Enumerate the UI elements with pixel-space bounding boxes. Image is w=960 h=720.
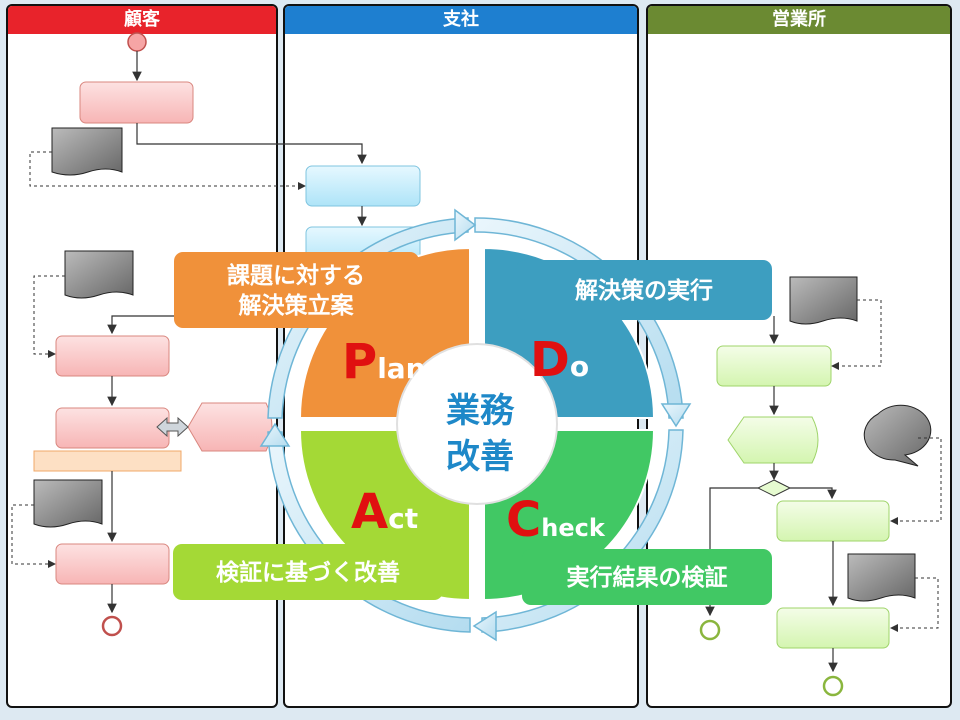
process-box-b1 bbox=[305, 165, 421, 207]
end-node-office-2 bbox=[822, 675, 844, 697]
callout-plan-line2: 解決策立案 bbox=[239, 292, 355, 319]
process-box-o3 bbox=[776, 607, 890, 649]
lane-header-office: 営業所 bbox=[648, 6, 950, 34]
lane-header-customer: 顧客 bbox=[8, 6, 276, 34]
callout-do-text: 解決策の実行 bbox=[575, 277, 713, 304]
center-circle bbox=[396, 343, 558, 505]
process-box-c1 bbox=[79, 81, 194, 124]
process-box-c3 bbox=[55, 407, 170, 449]
callout-plan bbox=[174, 252, 419, 328]
act-label: Act bbox=[351, 484, 418, 540]
callout-act bbox=[173, 544, 443, 600]
lane-header-branch: 支社 bbox=[285, 6, 637, 34]
callout-check-text: 実行結果の検証 bbox=[567, 564, 728, 591]
process-box-c2 bbox=[55, 335, 170, 377]
center-label-line2: 改善 bbox=[446, 437, 514, 477]
document-shape-4 bbox=[789, 276, 858, 325]
decision-diamond bbox=[756, 479, 792, 497]
document-shape-5 bbox=[847, 553, 916, 602]
do-label: Do bbox=[530, 332, 589, 388]
display-shape-customer bbox=[187, 402, 273, 452]
pdca-cycle: 業務 改善 Plan Do Check Act 課題に対する 解決策立案 解決策… bbox=[173, 208, 772, 642]
end-node-office-1 bbox=[699, 619, 721, 641]
process-box-o2 bbox=[776, 500, 890, 542]
center-label-line1: 業務 bbox=[446, 391, 515, 431]
check-label: Check bbox=[506, 492, 606, 548]
end-node-customer bbox=[101, 615, 123, 637]
bidirectional-arrow bbox=[156, 416, 189, 438]
process-box-o1 bbox=[716, 345, 832, 387]
customer-flow bbox=[11, 32, 367, 637]
data-bar-shape bbox=[33, 450, 182, 472]
speech-bubble-shape bbox=[863, 404, 932, 467]
plan-label: Plan bbox=[342, 334, 426, 390]
document-shape-1 bbox=[51, 127, 123, 176]
callout-do bbox=[516, 260, 772, 320]
start-node bbox=[127, 32, 147, 52]
callout-act-text: 検証に基づく改善 bbox=[216, 559, 400, 586]
callout-plan-line1: 課題に対する bbox=[227, 262, 365, 289]
office-flow bbox=[699, 276, 942, 697]
document-shape-2 bbox=[64, 250, 134, 299]
document-shape-3 bbox=[33, 479, 103, 528]
callout-check bbox=[522, 549, 772, 605]
display-shape-office bbox=[727, 416, 819, 464]
process-box-c4 bbox=[55, 543, 170, 585]
